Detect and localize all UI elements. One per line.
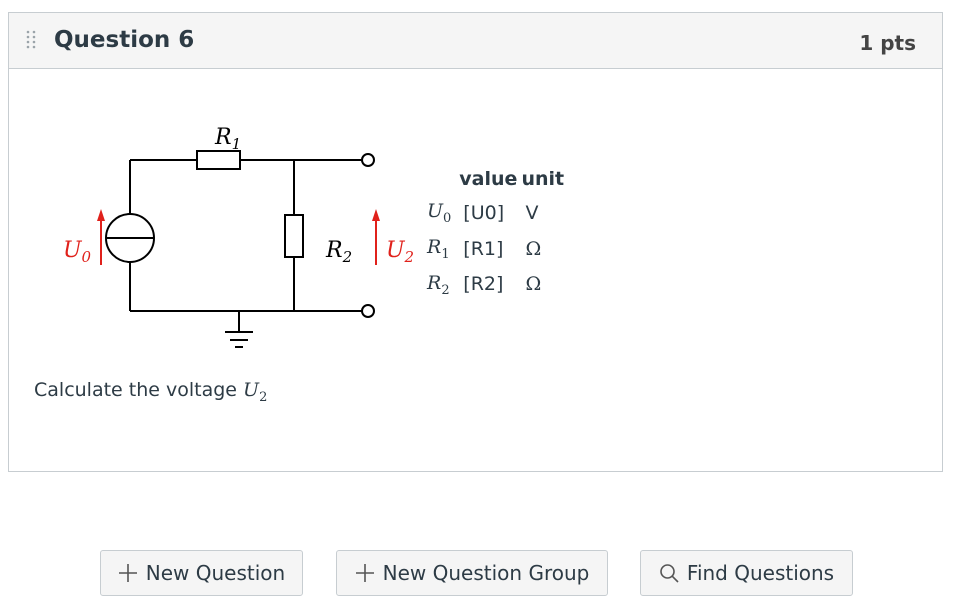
- table-row: R2 [R2] Ω: [423, 268, 566, 304]
- r1-label: R1: [214, 125, 241, 153]
- u2-arrow: [372, 209, 380, 265]
- u0-label: U0: [63, 238, 92, 266]
- question-title: Question 6: [54, 27, 195, 53]
- question-points: 1 pts: [859, 31, 916, 55]
- plus-icon: [355, 564, 374, 582]
- r2-resistor: [284, 214, 304, 258]
- value-cell: [R2]: [463, 273, 504, 296]
- question-header: Question 6 1 pts: [9, 13, 942, 69]
- u2-label: U2: [386, 238, 414, 266]
- question-card: Question 6 1 pts: [8, 12, 943, 472]
- new-question-button[interactable]: New Question: [100, 550, 303, 596]
- r2-label: R2: [325, 238, 352, 266]
- find-questions-button[interactable]: Find Questions: [640, 550, 853, 596]
- new-question-group-button[interactable]: New Question Group: [336, 550, 608, 596]
- table-row: R1 [R1] Ω: [423, 232, 566, 268]
- drag-handle-icon[interactable]: [26, 30, 36, 52]
- question-text: Calculate the voltage U2: [34, 379, 268, 405]
- unit-cell: V: [525, 201, 539, 224]
- header-unit: unit: [521, 168, 565, 190]
- table-row: U0 [U0] V: [423, 196, 566, 232]
- circuit-diagram: R1 R2 U0 U2: [63, 125, 414, 348]
- search-icon: [660, 564, 679, 583]
- unit-cell: Ω: [525, 273, 542, 296]
- terminal-top: [361, 153, 375, 167]
- header-value: value: [459, 168, 518, 190]
- r1-resistor: [196, 150, 241, 170]
- value-cell: [R1]: [463, 237, 504, 260]
- values-table: value unit U0 [U0] V R1 [R1] Ω R2 [R2] Ω: [423, 168, 566, 303]
- terminal-bottom: [361, 304, 375, 318]
- question-text-symbol: U2: [243, 379, 268, 405]
- value-cell: [U0]: [463, 201, 505, 224]
- plus-icon: [118, 564, 137, 582]
- u0-arrow: [97, 209, 105, 265]
- unit-cell: Ω: [525, 237, 542, 260]
